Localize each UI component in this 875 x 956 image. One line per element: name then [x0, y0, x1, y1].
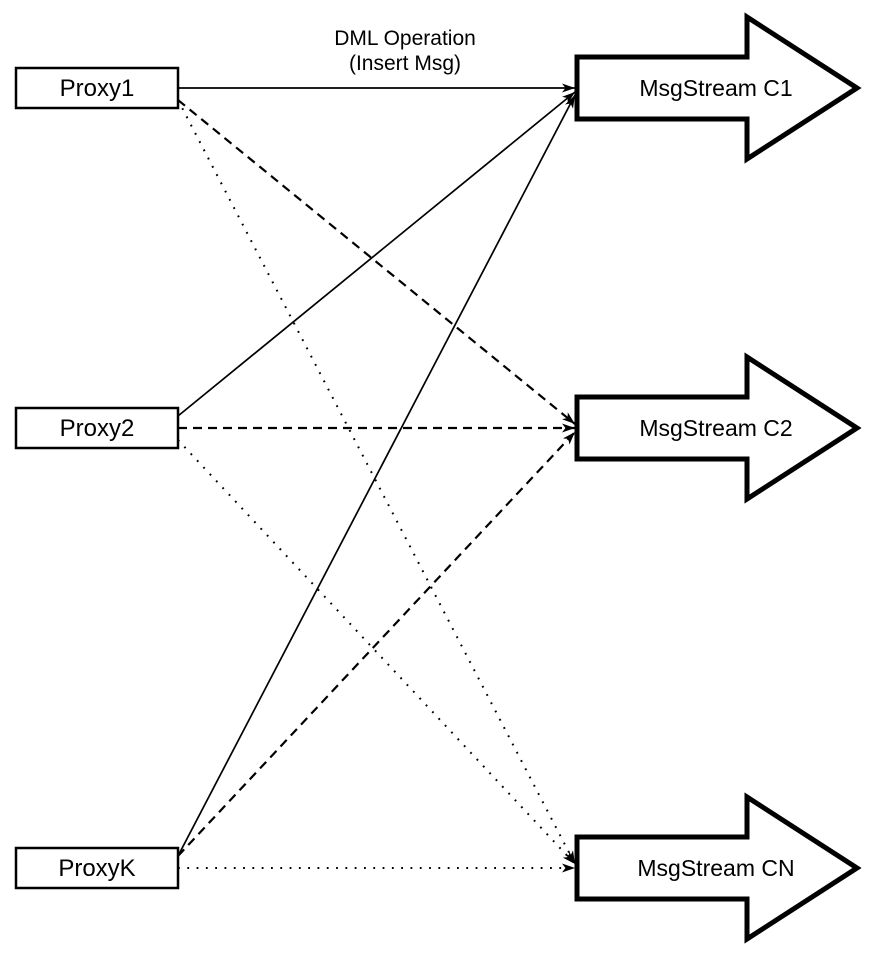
proxy-box-1 [14, 66, 180, 110]
proxy-label-k: ProxyK [58, 855, 135, 882]
edge-label-line2: (Insert Msg) [349, 52, 461, 75]
edge-proxy1-to-c2 [177, 99, 576, 425]
stream-label-c2: MsgStream C2 [639, 415, 792, 441]
edge-proxyk-to-c1 [177, 94, 576, 857]
edge-proxy2-to-cn [177, 439, 576, 865]
stream-arrow-shape-cn [574, 792, 862, 944]
stream-arrow-shape-c1 [574, 12, 862, 164]
stream-arrow-shape-c2 [574, 352, 862, 504]
proxy-node-1 [14, 66, 180, 110]
edge-proxy2-to-c1 [177, 91, 576, 417]
proxy-label-1: Proxy1 [60, 75, 135, 102]
stream-label-c1: MsgStream C1 [639, 75, 792, 101]
stream-node-cn [574, 792, 862, 944]
stream-node-c2 [574, 352, 862, 504]
edge-label-line1: DML Operation [334, 27, 476, 50]
proxy-label-2: Proxy2 [60, 415, 135, 442]
stream-label-cn: MsgStream CN [637, 855, 794, 881]
edge-proxyk-to-c2 [177, 431, 576, 857]
edges [177, 83, 576, 873]
edge-proxy1-to-cn [177, 99, 576, 865]
stream-node-c1 [574, 12, 862, 164]
